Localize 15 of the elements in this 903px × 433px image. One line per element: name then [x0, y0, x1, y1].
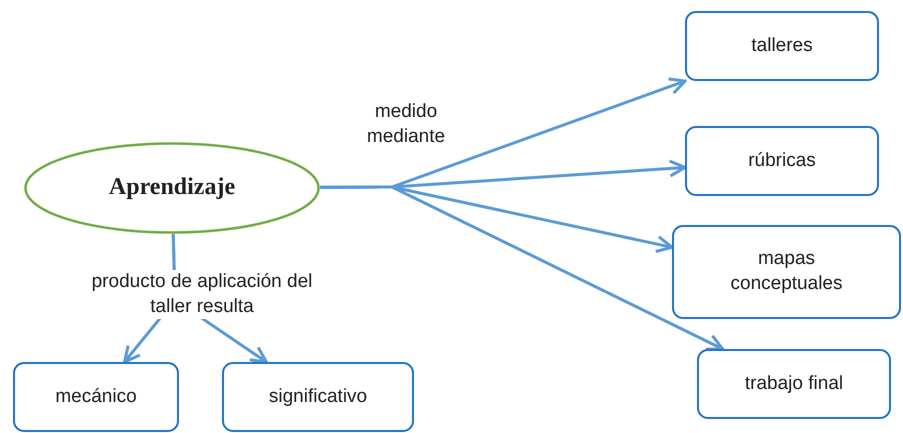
- concept-label: mapas conceptuales: [730, 247, 844, 296]
- concept-box: [222, 362, 414, 432]
- concept-label: talleres: [750, 34, 814, 58]
- concept-label: Aprendizaje: [108, 173, 236, 202]
- concept-label: mecánico: [54, 384, 138, 409]
- concept-label: rúbricas: [747, 148, 817, 173]
- concept-ellipse: [24, 142, 320, 234]
- concept-label: significativo: [268, 384, 368, 409]
- concept-box: [13, 362, 179, 432]
- concept-box: [685, 126, 879, 196]
- concept-label: trabajo final: [744, 372, 844, 396]
- concept-box: [697, 349, 891, 419]
- concept-box: [685, 11, 879, 81]
- concept-box: [672, 225, 901, 319]
- arrow: [320, 186, 724, 351]
